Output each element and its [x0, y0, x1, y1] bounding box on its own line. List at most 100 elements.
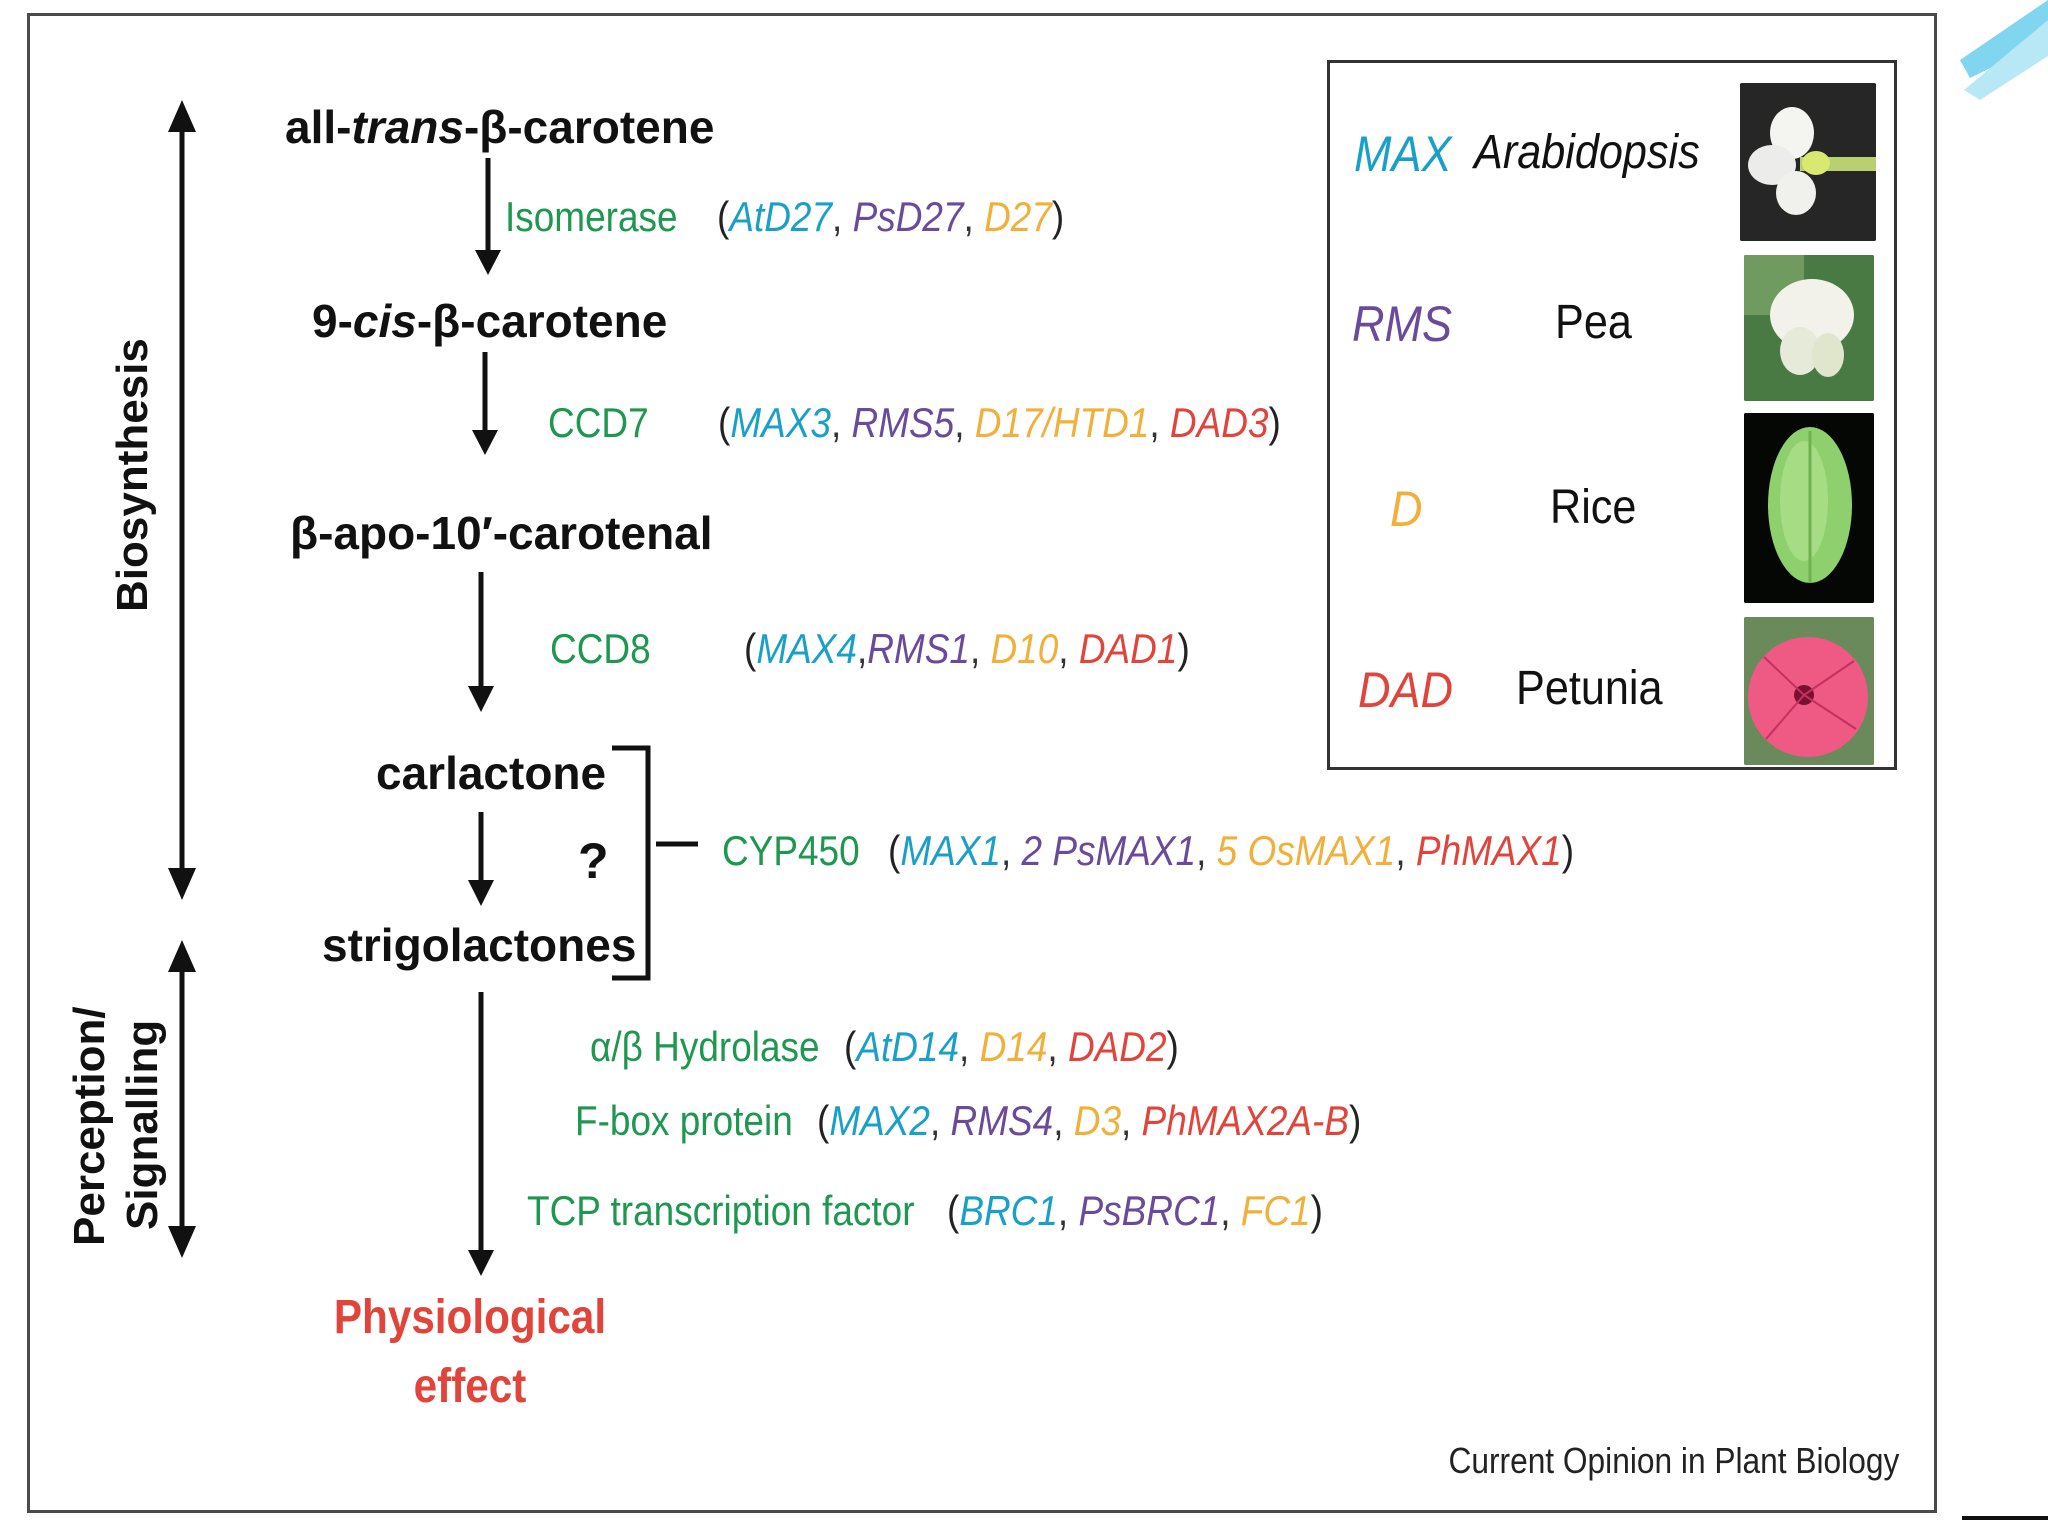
node-text-italic: trans — [351, 101, 464, 153]
effect-line-2: effect — [413, 1360, 527, 1413]
sep: , — [1047, 1023, 1068, 1070]
gene-pea: RMS1 — [867, 625, 970, 672]
node-text: -β-carotene — [463, 101, 715, 153]
physiological-effect: Physiological effect — [329, 1290, 611, 1414]
node-strigolactones: strigolactones — [322, 919, 637, 971]
node-text-italic: cis — [352, 295, 417, 347]
enzyme-label: F-box protein — [575, 1097, 793, 1144]
step-ccd8: CCD8 (MAX4,RMS1, D10, DAD1) — [550, 625, 1190, 672]
gene-pea: PsD27 — [852, 193, 964, 240]
node-text: -β-carotene — [416, 295, 668, 347]
gene-rice: D14 — [979, 1023, 1048, 1070]
gene-list: (BRC1, PsBRC1, FC1) — [947, 1190, 1323, 1232]
gene-arabidopsis: AtD14 — [856, 1023, 960, 1070]
sep: , — [856, 625, 868, 672]
step-tcp: TCP transcription factor (BRC1, PsBRC1, … — [527, 1187, 1323, 1234]
gene-arabidopsis: MAX1 — [900, 827, 1001, 874]
gene-list: (MAX2, RMS4, D3, PhMAX2A-B) — [817, 1100, 1361, 1142]
legend-abbr-rms: RMS — [1352, 296, 1452, 352]
sep: , — [1053, 1097, 1074, 1144]
gene-pea: RMS4 — [950, 1097, 1054, 1144]
rice-grain-photo — [1744, 413, 1874, 603]
pea-flower-photo — [1744, 255, 1874, 401]
paren: ) — [1166, 1023, 1179, 1070]
enzyme-label: CCD8 — [550, 625, 651, 672]
pink-petunia-icon — [1744, 617, 1874, 765]
paren: ) — [1561, 827, 1575, 874]
legend-abbr-d: D — [1390, 481, 1423, 537]
arabidopsis-flower-photo — [1740, 83, 1876, 241]
gene-list: (MAX3, RMS5, D17/HTD1, DAD3) — [718, 402, 1281, 444]
source-credit: Current Opinion in Plant Biology — [1448, 1440, 1899, 1481]
species-legend: MAX Arabidopsis RMS Pea D Rice — [1327, 60, 1897, 770]
legend-abbr-dad: DAD — [1358, 662, 1454, 718]
sep: , — [959, 1023, 980, 1070]
gene-list: (MAX4,RMS1, D10, DAD1) — [744, 628, 1190, 670]
sep: , — [1395, 827, 1416, 874]
slide-footer-line — [1962, 1516, 2048, 1520]
effect-line-1: Physiological — [333, 1291, 607, 1344]
paren: ( — [817, 1097, 830, 1144]
paren: ) — [1268, 399, 1281, 446]
legend-species-petunia: Petunia — [1516, 662, 1663, 715]
gene-list: (AtD27, PsD27, D27) — [717, 196, 1064, 238]
gene-rice: D3 — [1073, 1097, 1122, 1144]
legend-species-rice: Rice — [1550, 481, 1637, 534]
unknown-step-mark: ? — [578, 833, 609, 889]
gene-petunia: PhMAX1 — [1415, 827, 1562, 874]
gene-arabidopsis: AtD27 — [729, 193, 833, 240]
gene-rice: FC1 — [1240, 1187, 1311, 1234]
gene-list: (AtD14, D14, DAD2) — [844, 1026, 1179, 1068]
enzyme-label: CYP450 — [722, 827, 860, 874]
rice-grain-icon — [1744, 413, 1874, 603]
node-all-trans-carotene: all-trans-β-carotene — [285, 104, 714, 150]
sep: , — [1149, 399, 1170, 446]
node-text: all- — [285, 101, 352, 153]
sep: , — [830, 399, 852, 446]
paren: ) — [1051, 193, 1065, 240]
sep: , — [954, 399, 975, 446]
gene-rice: D17/HTD1 — [974, 399, 1150, 446]
biosynthesis-label: Biosynthesis — [108, 338, 157, 612]
enzyme-label: TCP transcription factor — [527, 1187, 915, 1234]
gene-petunia: PhMAX2A-B — [1141, 1097, 1350, 1144]
enzyme-label: Isomerase — [505, 193, 678, 240]
paren: ( — [717, 193, 730, 240]
gene-petunia: DAD1 — [1078, 625, 1178, 672]
gene-arabidopsis: MAX2 — [829, 1097, 930, 1144]
step-hydrolase: α/β Hydrolase (AtD14, D14, DAD2) — [590, 1023, 1179, 1070]
paren: ) — [1310, 1187, 1323, 1234]
gene-arabidopsis: MAX3 — [730, 399, 831, 446]
sep: , — [1057, 1187, 1079, 1234]
signalling-label: Signalling — [118, 1019, 167, 1230]
gene-pea: RMS5 — [851, 399, 955, 446]
gene-pea: 2 PsMAX1 — [1021, 827, 1197, 874]
step-cyp450: CYP450 (MAX1, 2 PsMAX1, 5 OsMAX1, PhMAX1… — [722, 827, 1574, 874]
paren: ( — [947, 1187, 960, 1234]
legend-abbr-max: MAX — [1354, 126, 1452, 182]
sep: , — [1121, 1097, 1142, 1144]
node-carlactone: carlactone — [376, 747, 607, 799]
gene-pea: PsBRC1 — [1078, 1187, 1221, 1234]
paren: ( — [744, 625, 757, 672]
enzyme-label: CCD7 — [548, 399, 649, 446]
step-isomerase: Isomerase (AtD27, PsD27, D27) — [505, 193, 1064, 240]
sep: , — [969, 625, 991, 672]
gene-petunia: DAD3 — [1169, 399, 1269, 446]
legend-species-arabidopsis: Arabidopsis — [1474, 126, 1700, 179]
sep: , — [929, 1097, 951, 1144]
enzyme-label: α/β Hydrolase — [590, 1023, 820, 1070]
gene-rice: 5 OsMAX1 — [1216, 827, 1396, 874]
sep: , — [832, 193, 853, 240]
gene-rice: D27 — [984, 193, 1052, 240]
node-9-cis-carotene: 9-cis-β-carotene — [312, 298, 667, 344]
paren: ( — [844, 1023, 857, 1070]
sep: , — [963, 193, 985, 240]
slide-accent-shape — [1960, 0, 2048, 100]
legend-species-pea: Pea — [1555, 296, 1632, 349]
white-flower-icon — [1740, 83, 1876, 241]
pea-flower-icon — [1744, 255, 1874, 401]
sep: , — [1058, 625, 1079, 672]
gene-rice: D10 — [990, 625, 1059, 672]
